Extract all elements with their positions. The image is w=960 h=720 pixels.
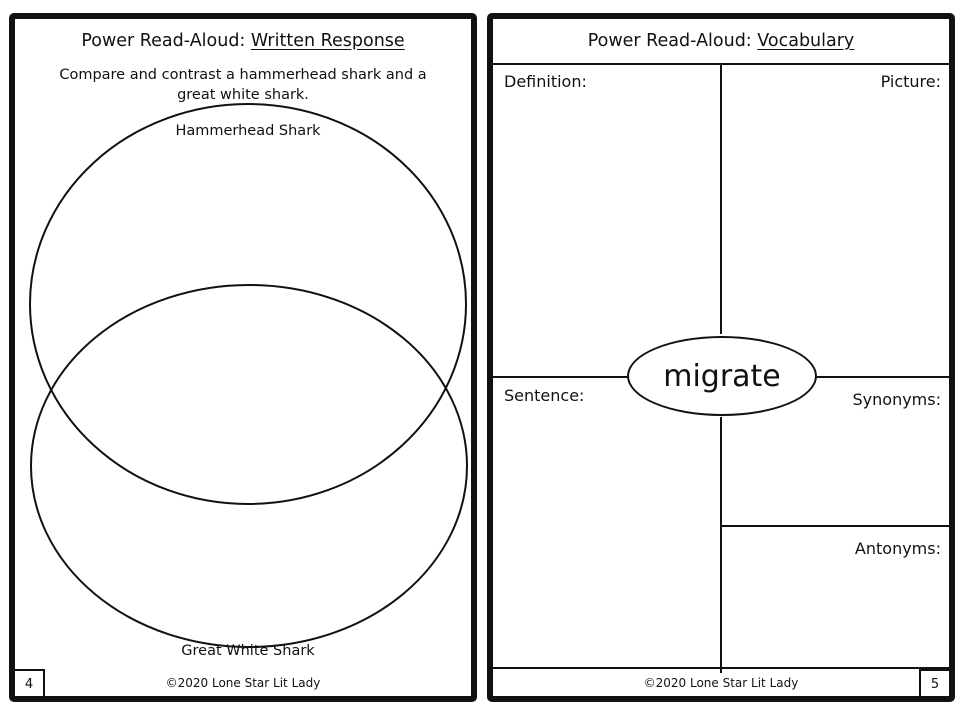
synonyms-antonyms-divider xyxy=(721,525,949,527)
definition-label: Definition: xyxy=(504,72,587,91)
vocabulary-card: Power Read-Aloud: Vocabulary Definition:… xyxy=(487,13,955,702)
picture-label: Picture: xyxy=(880,72,941,91)
sentence-label: Sentence: xyxy=(504,386,585,405)
title-prefix: Power Read-Aloud: xyxy=(587,31,752,51)
antonyms-label: Antonyms: xyxy=(854,539,941,558)
venn-top-circle[interactable] xyxy=(29,103,467,505)
card-title: Power Read-Aloud: Vocabulary xyxy=(493,31,949,51)
footer-divider xyxy=(493,667,949,669)
page-number: 5 xyxy=(919,669,949,696)
venn-bottom-circle[interactable] xyxy=(30,284,468,648)
written-response-card: Power Read-Aloud: Written Response Compa… xyxy=(9,13,477,702)
card-title: Power Read-Aloud: Written Response xyxy=(15,31,471,51)
synonyms-label: Synonyms: xyxy=(852,390,941,409)
venn-top-label: Hammerhead Shark xyxy=(175,123,321,139)
venn-diagram xyxy=(29,103,468,648)
vertical-divider-top xyxy=(720,64,722,334)
venn-bottom-label: Great White Shark xyxy=(181,643,315,659)
copyright-text: ©2020 Lone Star Lit Lady xyxy=(165,676,321,690)
copyright-text: ©2020 Lone Star Lit Lady xyxy=(643,676,799,690)
vocabulary-word: migrate xyxy=(627,336,817,416)
title-prefix: Power Read-Aloud: xyxy=(81,31,246,51)
page-number: 4 xyxy=(15,669,45,696)
title-underlined: Written Response xyxy=(250,31,405,51)
prompt-text: Compare and contrast a hammerhead shark … xyxy=(59,67,427,103)
vertical-divider-bottom xyxy=(720,417,722,673)
horizontal-divider-right xyxy=(816,376,949,378)
horizontal-divider-left xyxy=(493,376,628,378)
title-underlined: Vocabulary xyxy=(757,31,855,51)
